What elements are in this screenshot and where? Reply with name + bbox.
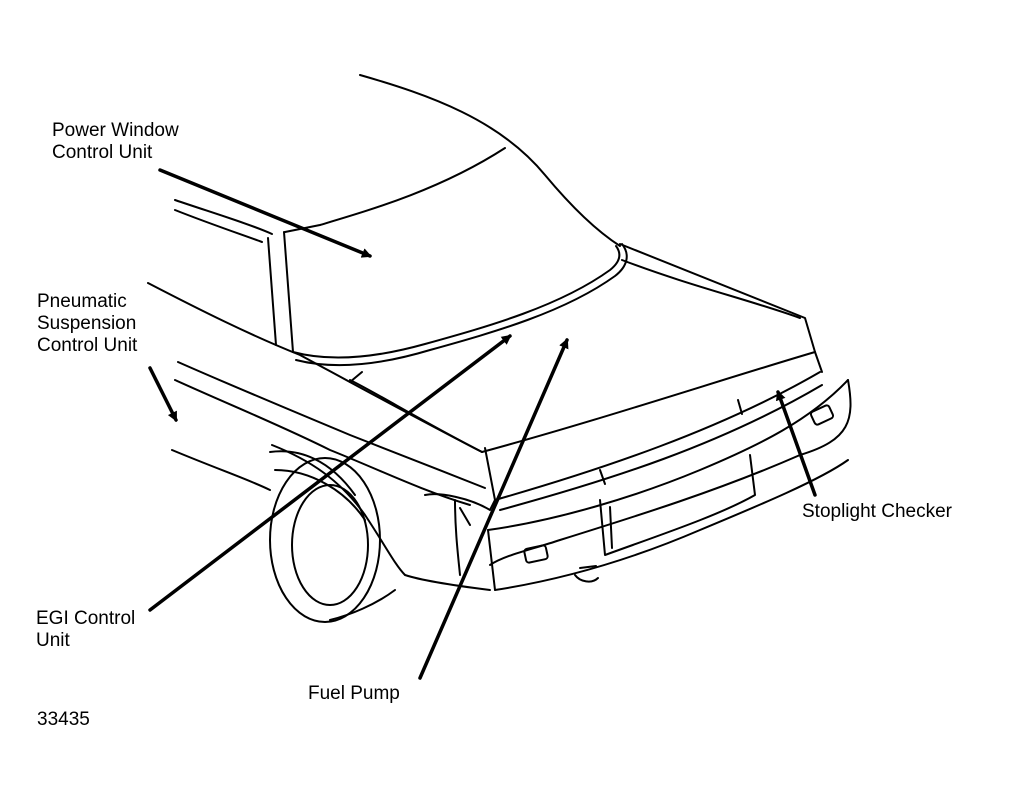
side-body xyxy=(147,282,491,591)
label-egi-control-unit: EGI Control Unit xyxy=(36,608,135,652)
label-fuel-pump: Fuel Pump xyxy=(308,683,400,705)
label-line: Fuel Pump xyxy=(308,683,400,704)
label-power-window-control-unit: Power Window Control Unit xyxy=(52,120,179,164)
rear-window xyxy=(292,243,628,367)
trunk-lid xyxy=(349,243,823,501)
roof-outline xyxy=(174,74,621,353)
label-line: Control Unit xyxy=(52,142,153,163)
label-line: Power Window xyxy=(52,120,179,141)
label-stoplight-checker: Stoplight Checker xyxy=(802,501,952,523)
callout-arrows xyxy=(148,168,817,680)
label-line: Unit xyxy=(36,630,70,651)
label-pneumatic-suspension-control-unit: Pneumatic Suspension Control Unit xyxy=(37,291,137,357)
rear-wheel xyxy=(269,457,396,623)
arrow-fuel-pump xyxy=(418,338,569,680)
label-line: Control Unit xyxy=(37,335,138,356)
label-line: Stoplight Checker xyxy=(802,501,952,522)
arrow-stoplight xyxy=(775,390,817,497)
label-line: Suspension xyxy=(37,313,137,334)
label-line: EGI Control xyxy=(36,608,136,629)
arrow-pneumatic xyxy=(148,366,178,422)
arrow-egi xyxy=(148,334,512,612)
rear-end xyxy=(424,371,852,591)
label-line: Pneumatic xyxy=(37,291,127,312)
arrow-power-window xyxy=(158,168,372,258)
figure-number: 33435 xyxy=(37,709,90,730)
